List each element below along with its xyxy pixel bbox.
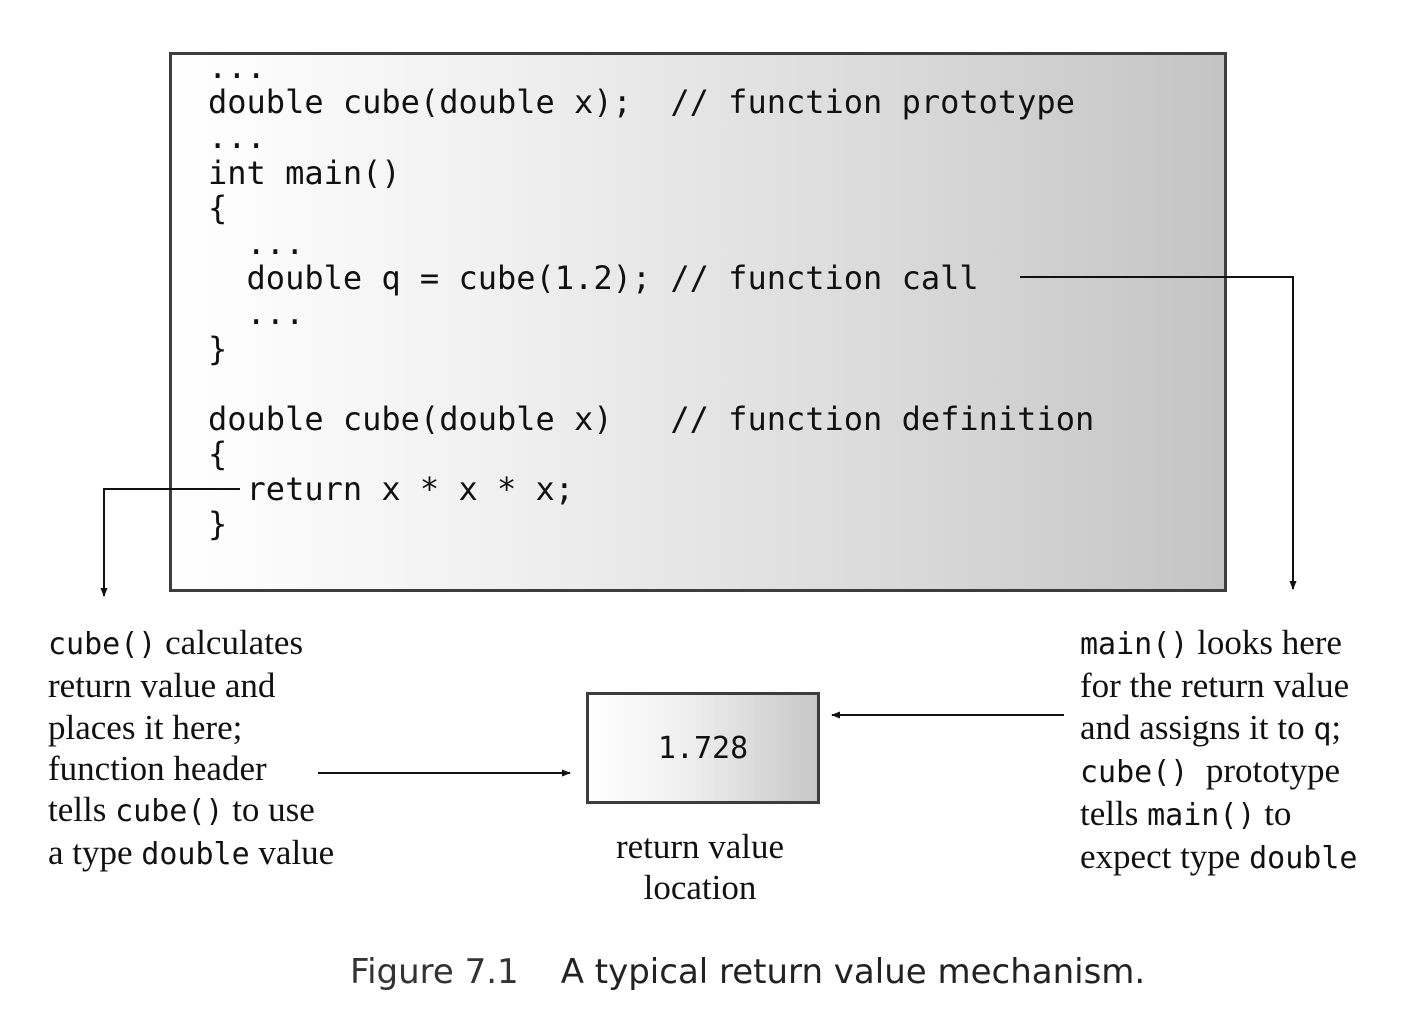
annotation-line: and assigns it to q; — [1080, 707, 1357, 750]
annotation-line: for the return value — [1080, 665, 1357, 706]
annotation-text: places it here; — [48, 707, 243, 747]
annotation-text: to — [1255, 794, 1292, 834]
code-panel — [169, 52, 1227, 592]
annotation-text: looks here — [1188, 623, 1342, 662]
code-line: double cube(double x); // function proto… — [208, 83, 1075, 122]
annotation-line: return value and — [48, 665, 334, 706]
return-value: 1.728 — [657, 730, 749, 766]
return-label-line: return value — [615, 827, 785, 866]
annotation-text: and assigns it to — [1080, 707, 1314, 747]
annotation-text: expect type — [1080, 837, 1250, 877]
annotation-line: tells cube() to use — [48, 789, 334, 832]
code-term: main() — [1147, 798, 1256, 834]
code-term: q — [1313, 711, 1332, 747]
code-line: ... — [208, 223, 305, 262]
annotation-text: prototype — [1188, 750, 1341, 790]
return-label-line: location — [643, 868, 757, 907]
code-line: int main() — [208, 153, 401, 192]
annotation-text: function header — [48, 748, 267, 788]
arrow-return-to-note — [100, 488, 240, 597]
annotation-text: to use — [223, 790, 315, 830]
annotation-line: places it here; — [48, 707, 334, 748]
annotation-line: expect type double — [1080, 836, 1357, 879]
annotation-text: tells — [48, 790, 116, 830]
code-term: cube() — [115, 794, 224, 830]
code-line: } — [208, 505, 228, 544]
code-term: double — [1249, 841, 1358, 877]
code-line: ... — [208, 118, 266, 157]
code-line: double cube(double x) // function defini… — [208, 399, 1095, 438]
figure-caption-text: A typical return value mechanism. — [560, 952, 1146, 992]
annotation-text: a type — [48, 833, 142, 873]
code-line: double q = cube(1.2); // function call — [208, 259, 979, 298]
return-value-box: 1.728 — [586, 692, 820, 804]
code-term: cube() — [1080, 754, 1189, 790]
code-line: { — [208, 188, 228, 227]
figure-caption: Figure 7.1 A typical return value mechani… — [350, 952, 1145, 992]
code-line: ... — [208, 294, 305, 333]
annotation-text: for the return value — [1080, 666, 1350, 706]
code-line: return x * x * x; — [208, 470, 575, 509]
code-listing: ...double cube(double x); // function pr… — [208, 48, 1095, 544]
code-term: double — [141, 837, 250, 873]
annotation-text: value — [249, 833, 335, 873]
annotation-text: ; — [1331, 707, 1342, 747]
return-value-location-label: return value location — [540, 826, 860, 908]
code-term: main() — [1080, 627, 1189, 662]
annotation-line: main() looks here — [1080, 622, 1357, 665]
arrow-call-to-note — [1020, 276, 1297, 590]
figure-number: Figure 7.1 — [350, 952, 519, 992]
annotation-line: a type double value — [48, 832, 334, 875]
code-line: { — [208, 435, 228, 474]
annotation-line: cube() calculates — [48, 622, 334, 665]
code-term: cube() — [48, 627, 157, 662]
code-line: } — [208, 329, 228, 368]
annotation-text: return value and — [48, 666, 276, 706]
code-line: ... — [208, 48, 266, 86]
annotation-line: cube() prototype — [1080, 750, 1357, 793]
annotation-text: tells — [1080, 794, 1148, 834]
annotation-line: function header — [48, 748, 334, 789]
annotation-text: calculates — [156, 623, 304, 662]
annotation-line: tells main() to — [1080, 793, 1357, 836]
